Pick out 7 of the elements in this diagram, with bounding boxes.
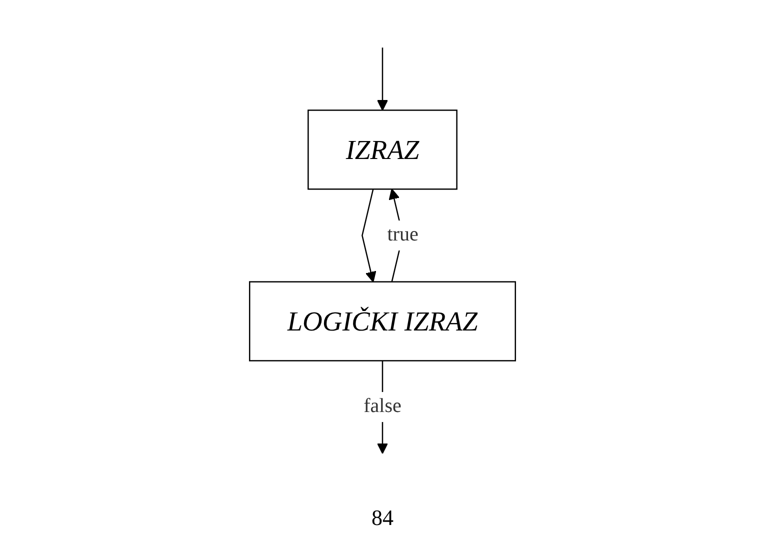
process-box: LOGIČKI IZRAZ [248,281,516,362]
arrow [362,188,376,282]
page-number: 84 [372,505,394,531]
process-box: IZRAZ [308,110,458,190]
arrow [377,48,388,111]
edge-label: true [387,220,418,250]
edge-label: false [364,392,402,422]
